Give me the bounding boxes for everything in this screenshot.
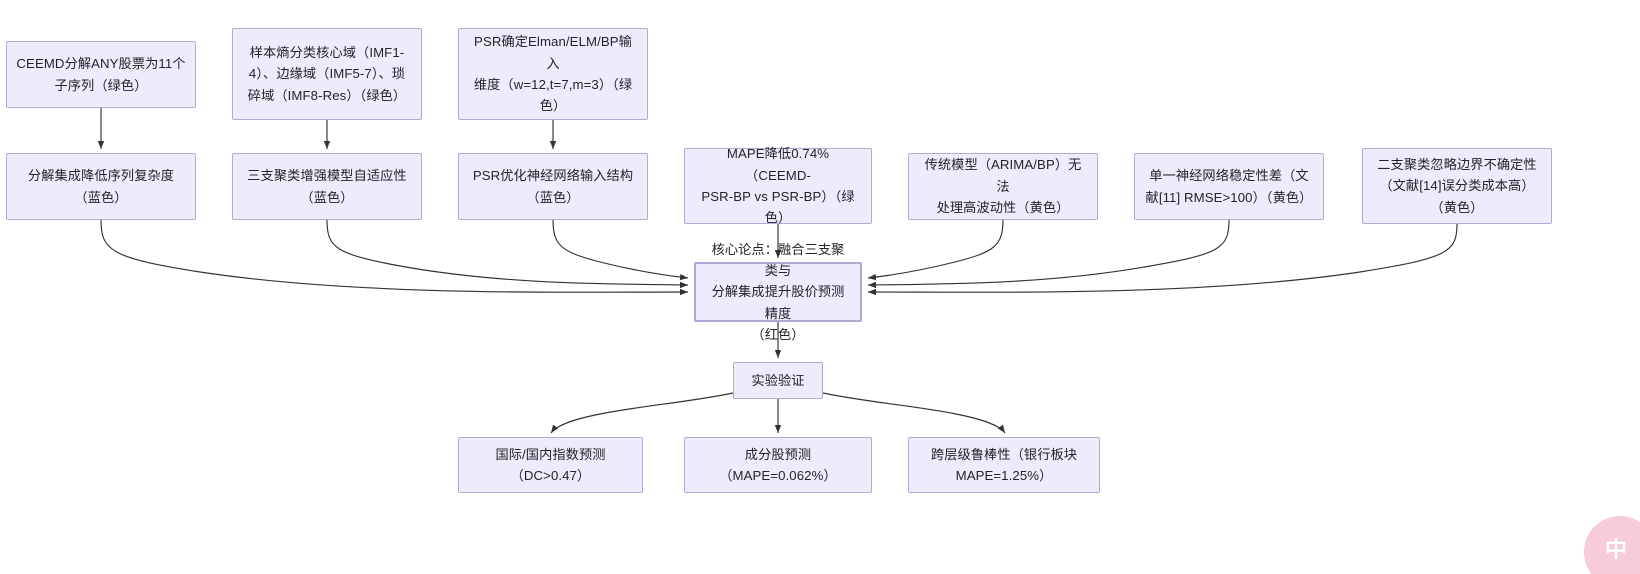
node-label: 实验验证	[751, 372, 805, 388]
node-label: MAPE降低0.74%（CEEMD- PSR-BP vs PSR-BP）（绿 色…	[701, 146, 855, 226]
node-traditional-model[interactable]: 传统模型（ARIMA/BP）无法 处理高波动性（黄色）	[908, 153, 1098, 220]
node-label: 二支聚类忽略边界不确定性 （文献[14]误分类成本高） （黄色）	[1377, 156, 1537, 215]
node-cross-level-robust[interactable]: 跨层级鲁棒性（银行板块 MAPE=1.25%）	[908, 437, 1100, 493]
node-decomp-reduce[interactable]: 分解集成降低序列复杂度 （蓝色）	[6, 153, 196, 220]
node-label: 样本熵分类核心域（IMF1- 4）、边缘域（IMF5-7）、琐 碎域（IMF8-…	[247, 44, 407, 103]
edge-traditional-to-core	[867, 219, 1004, 281]
edge-singlenn-to-core	[867, 219, 1230, 289]
node-mape-drop[interactable]: MAPE降低0.74%（CEEMD- PSR-BP vs PSR-BP）（绿 色…	[684, 146, 872, 225]
edge-threeway-to-core	[326, 219, 689, 289]
node-component-forecast[interactable]: 成分股预测 （MAPE=0.062%）	[684, 437, 872, 493]
node-psr-dims[interactable]: PSR确定Elman/ELM/BP输入 维度（w=12,t=7,m=3）（绿 色…	[458, 28, 648, 120]
edge-decomp-to-core	[100, 219, 689, 296]
edge-twoway-to-core	[867, 223, 1458, 296]
node-single-nn[interactable]: 单一神经网络稳定性差（文 献[11] RMSE>100）（黄色）	[1134, 153, 1324, 220]
node-label: 跨层级鲁棒性（银行板块 MAPE=1.25%）	[930, 446, 1078, 483]
node-two-way-cluster[interactable]: 二支聚类忽略边界不确定性 （文献[14]误分类成本高） （黄色）	[1362, 148, 1552, 224]
node-index-forecast[interactable]: 国际/国内指数预测 （DC>0.47）	[458, 437, 643, 493]
node-psr-optimize[interactable]: PSR优化神经网络输入结构 （蓝色）	[458, 153, 648, 220]
node-label: 国际/国内指数预测 （DC>0.47）	[495, 446, 606, 483]
node-label: CEEMD分解ANY股票为11个 子序列（绿色）	[16, 56, 186, 93]
node-label: 分解集成降低序列复杂度 （蓝色）	[27, 168, 175, 205]
edge-experiment-to-index	[550, 392, 734, 434]
edge-psropt-to-core	[552, 219, 689, 281]
node-label: 核心论点：融合三支聚类与 分解集成提升股价预测精度 （红色）	[711, 241, 845, 343]
node-label: 三支聚类增强模型自适应性 （蓝色）	[247, 168, 407, 205]
node-experiment[interactable]: 实验验证	[733, 362, 823, 399]
watermark-text: 中	[1604, 537, 1627, 562]
node-label: PSR优化神经网络输入结构 （蓝色）	[472, 168, 634, 205]
edge-experiment-to-robust	[822, 392, 1006, 434]
node-label: 成分股预测 （MAPE=0.062%）	[719, 446, 837, 483]
node-label: 传统模型（ARIMA/BP）无法 处理高波动性（黄色）	[924, 157, 1082, 216]
watermark-badge: 中	[1584, 516, 1640, 574]
node-ceemd-decompose[interactable]: CEEMD分解ANY股票为11个 子序列（绿色）	[6, 41, 196, 108]
node-three-way-adapt[interactable]: 三支聚类增强模型自适应性 （蓝色）	[232, 153, 422, 220]
node-sample-entropy[interactable]: 样本熵分类核心域（IMF1- 4）、边缘域（IMF5-7）、琐 碎域（IMF8-…	[232, 28, 422, 120]
node-core-thesis[interactable]: 核心论点：融合三支聚类与 分解集成提升股价预测精度 （红色）	[694, 242, 862, 342]
node-label: 单一神经网络稳定性差（文 献[11] RMSE>100）（黄色）	[1145, 168, 1313, 205]
node-label: PSR确定Elman/ELM/BP输入 维度（w=12,t=7,m=3）（绿 色…	[473, 34, 633, 114]
